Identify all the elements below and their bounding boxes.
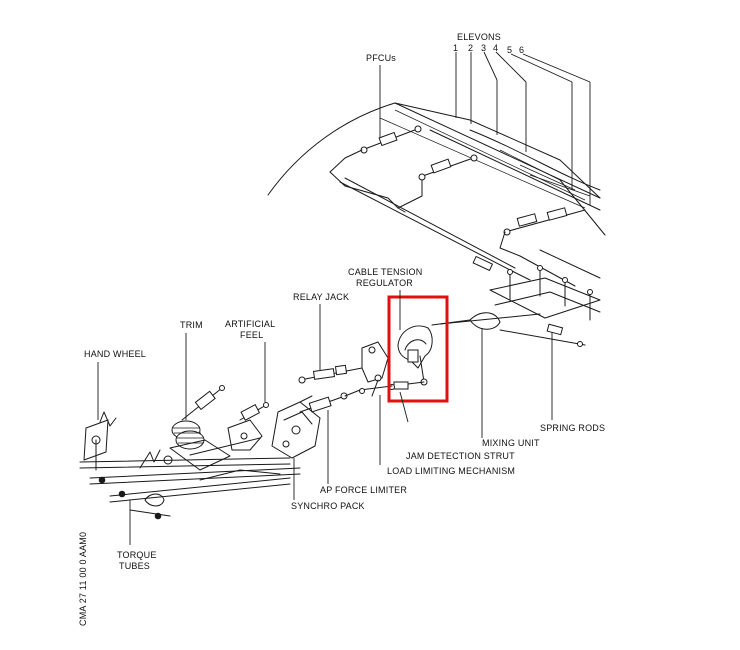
label-hand-wheel: HAND WHEEL — [84, 349, 146, 359]
label-pfcus: PFCUs — [366, 53, 396, 63]
ap-force-limiter-part — [299, 389, 361, 413]
label-elevon-5: 5 — [507, 45, 512, 55]
label-tubes: TUBES — [119, 561, 150, 571]
torque-tubes-part — [79, 449, 301, 520]
label-ap-force-limiter: AP FORCE LIMITER — [320, 485, 407, 495]
label-spring-rods: SPRING RODS — [540, 423, 605, 433]
label-elevon-4: 4 — [493, 43, 498, 53]
label-elevon-6: 6 — [519, 45, 524, 55]
cable-runs — [329, 149, 601, 287]
pfcu-2 — [418, 154, 478, 181]
highlight-box — [387, 295, 449, 403]
synchro-pack-part — [271, 395, 321, 459]
cable-tension-regulator — [397, 319, 471, 386]
label-trim: TRIM — [180, 320, 203, 330]
wing-surface — [267, 102, 606, 236]
mixing-unit-assembly — [439, 265, 601, 347]
artificial-feel-part — [227, 402, 269, 451]
label-load-limiting-mechanism: LOAD LIMITING MECHANISM — [387, 466, 515, 476]
pfcu-actuators — [360, 125, 586, 236]
label-elevons: ELEVONS — [457, 32, 501, 42]
trim-gear — [171, 420, 205, 450]
label-elevon-3: 3 — [481, 43, 486, 53]
label-artificial: ARTIFICIAL — [225, 319, 275, 329]
label-feel: FEEL — [240, 330, 263, 340]
leader-lines — [97, 51, 591, 545]
label-elevon-2: 2 — [468, 43, 473, 53]
label-figure-code: CMA 27 11 00 0 AAM0 — [78, 532, 88, 626]
pfcu-1 — [360, 125, 422, 154]
jam-detection-strut-part — [389, 381, 425, 390]
label-cable-tension: CABLE TENSION — [348, 267, 422, 277]
label-mixing-unit: MIXING UNIT — [482, 438, 540, 448]
diagram-labels: ELEVONS 1 2 3 4 5 6 PFCUs CABLE TENSION … — [78, 32, 605, 626]
label-synchro-pack: SYNCHRO PACK — [291, 501, 365, 511]
label-jam-detection-strut: JAM DETECTION STRUT — [406, 451, 515, 461]
label-elevon-1: 1 — [453, 43, 458, 53]
label-torque: TORQUE — [117, 550, 157, 560]
pfcu-3 — [503, 207, 586, 236]
load-limiting-mechanism-part — [359, 341, 393, 397]
relay-jack-part — [298, 364, 363, 384]
label-relay-jack: RELAY JACK — [293, 292, 349, 302]
label-regulator: REGULATOR — [356, 278, 413, 288]
trim-part — [163, 385, 261, 471]
hand-wheel-part — [83, 411, 117, 471]
